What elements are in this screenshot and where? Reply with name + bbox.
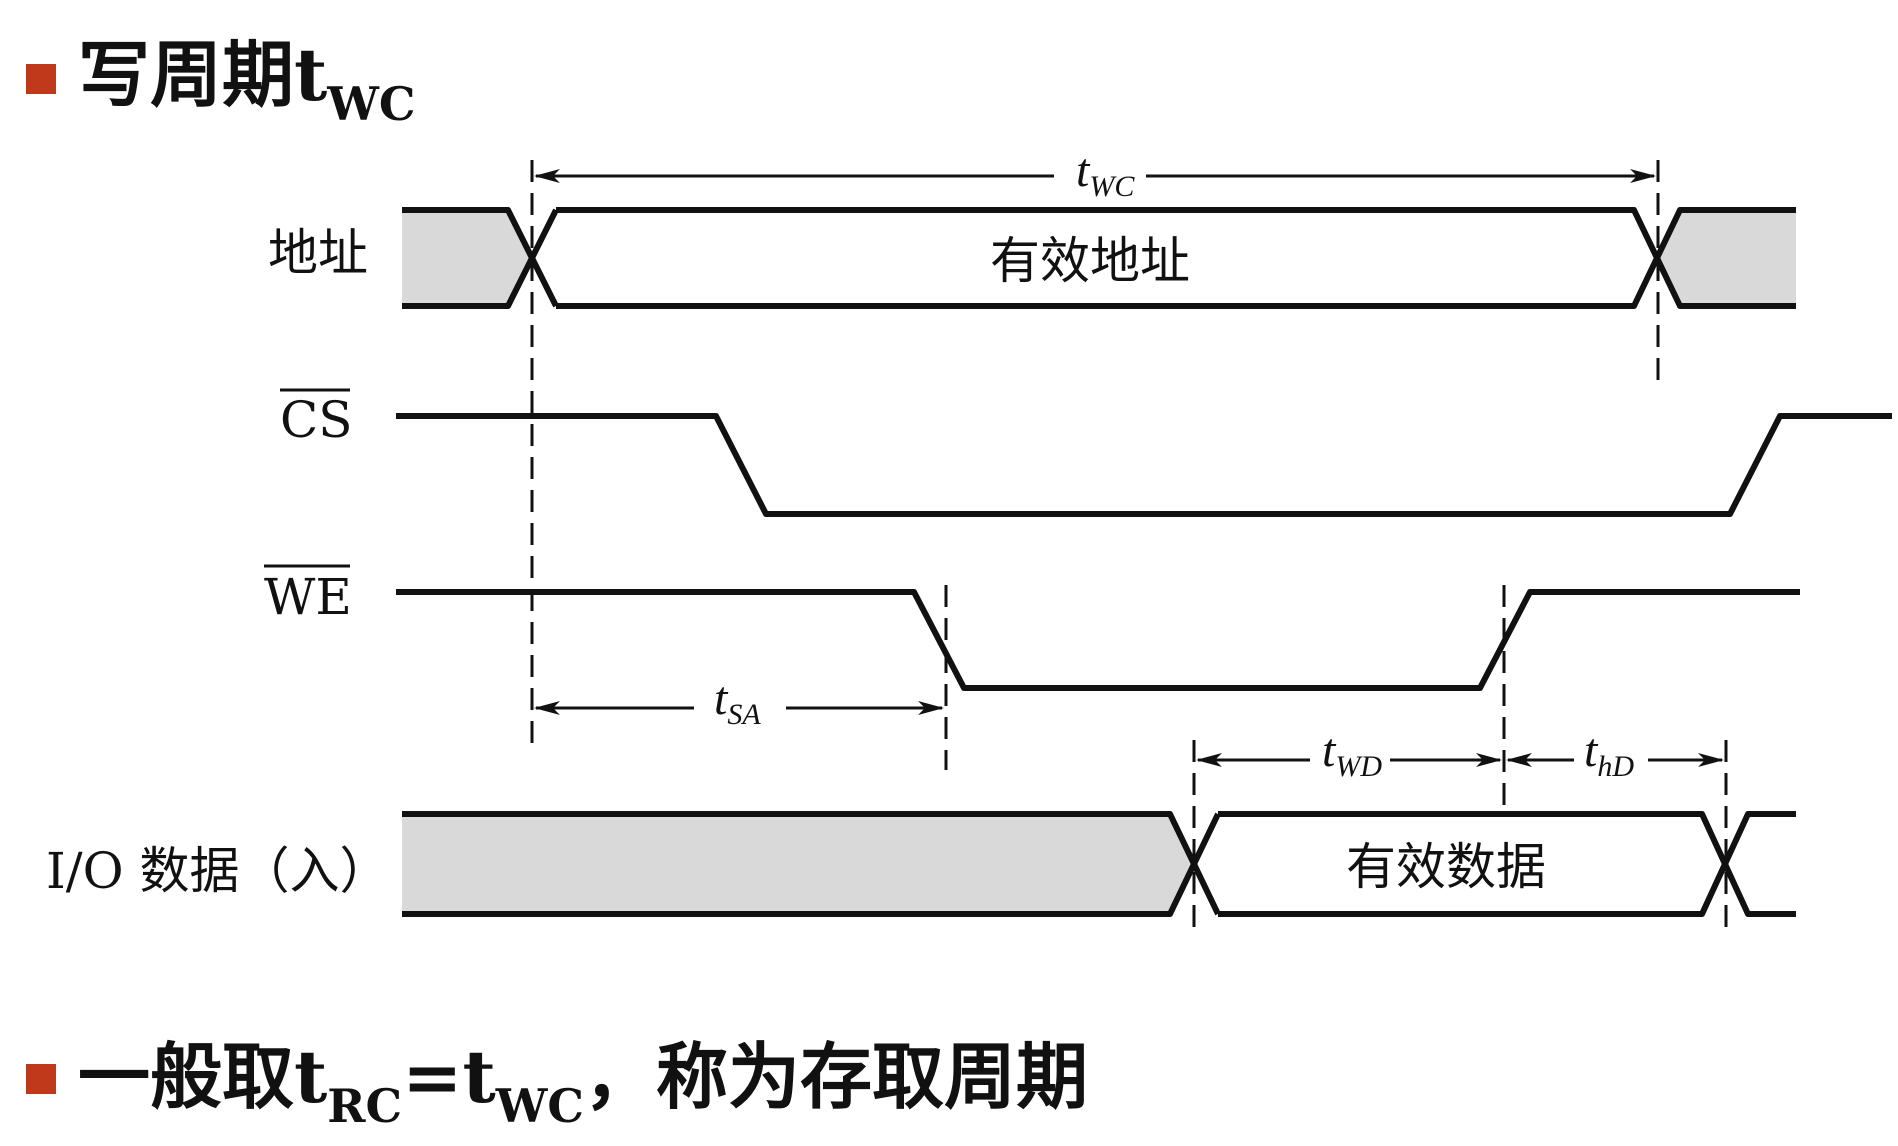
signal-label-we: WE <box>264 568 352 626</box>
we-waveform <box>396 589 1800 691</box>
signal-label-cs: CS <box>280 391 353 449</box>
tsa-dimension: tSA <box>534 672 944 731</box>
signal-label-address: 地址 <box>268 224 368 282</box>
twd-dimension: tWD <box>1196 724 1502 783</box>
page-title: 写周期tWC <box>78 32 416 131</box>
signal-label-io: I/O 数据（入） <box>46 842 389 900</box>
twc-dimension: tWC <box>534 144 1656 203</box>
io-data-waveform <box>402 811 1796 917</box>
twd-label: tWD <box>1322 724 1382 783</box>
footer-text: 一般取tRC=tWC，称为存取周期 <box>78 1034 1088 1133</box>
cs-waveform <box>396 413 1892 517</box>
valid-address-label: 有效地址 <box>990 232 1190 290</box>
address-waveform <box>402 207 1796 309</box>
tsa-label: tSA <box>714 672 761 731</box>
valid-data-label: 有效数据 <box>1346 838 1546 896</box>
footer-bullet-icon <box>26 1064 56 1094</box>
title-bullet-icon <box>26 64 56 94</box>
twc-label: tWC <box>1076 144 1135 203</box>
reference-dashed-lines <box>530 160 1728 935</box>
thd-label: thD <box>1584 724 1634 783</box>
thd-dimension: thD <box>1506 724 1724 783</box>
